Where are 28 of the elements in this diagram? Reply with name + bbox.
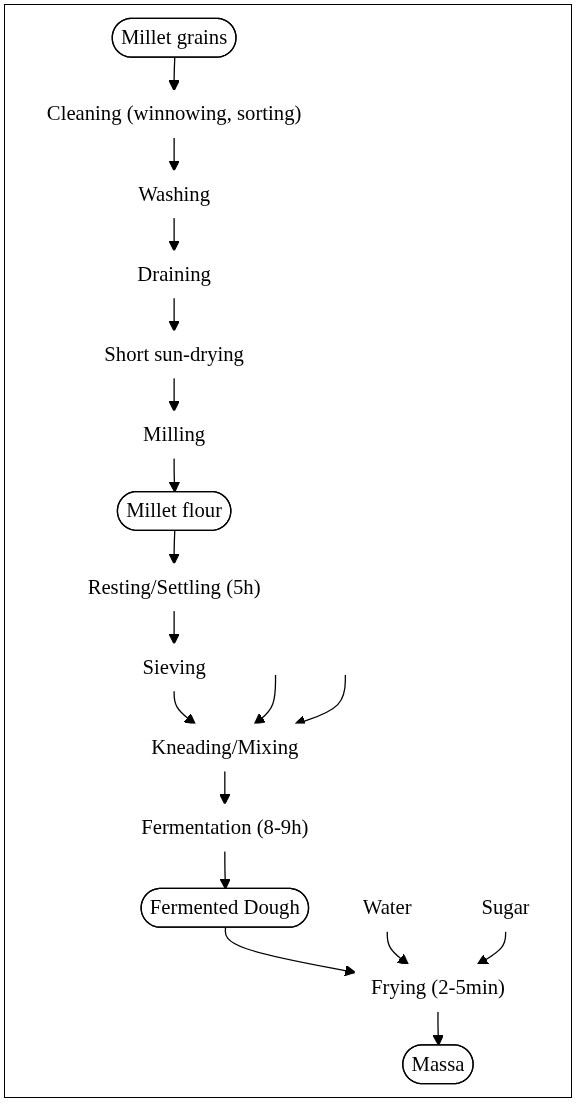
node-text: Frying (2-5min) [370, 976, 505, 999]
node-text: Kneading/Mixing [150, 735, 299, 758]
node-text: Washing [137, 182, 210, 205]
node-text: Short sun-drying [103, 342, 244, 365]
node-text: Milling [142, 423, 205, 445]
arrow [476, 930, 506, 966]
node-text: Sugar [481, 896, 530, 919]
arrow [168, 530, 180, 565]
arrow [218, 770, 231, 805]
arrow [386, 930, 409, 966]
arrow [173, 690, 196, 725]
arrow [168, 136, 180, 172]
node-text: Draining [137, 262, 211, 285]
node-text: Cleaning (winnowing, sorting) [46, 102, 302, 125]
arrow [432, 1010, 444, 1046]
arrow [168, 377, 180, 412]
arrow [253, 674, 276, 725]
arrow [168, 457, 180, 493]
arrow [219, 850, 231, 890]
arrow [168, 216, 180, 252]
node-text: Sieving [142, 655, 206, 678]
node-text: Resting/Settling (5h) [87, 575, 261, 598]
arrow [168, 609, 180, 645]
arrow [168, 57, 180, 92]
node-text: Water [362, 896, 412, 919]
arrow [168, 296, 180, 332]
node-text: Fermentation (8-9h) [140, 816, 309, 839]
arrow [224, 927, 356, 977]
